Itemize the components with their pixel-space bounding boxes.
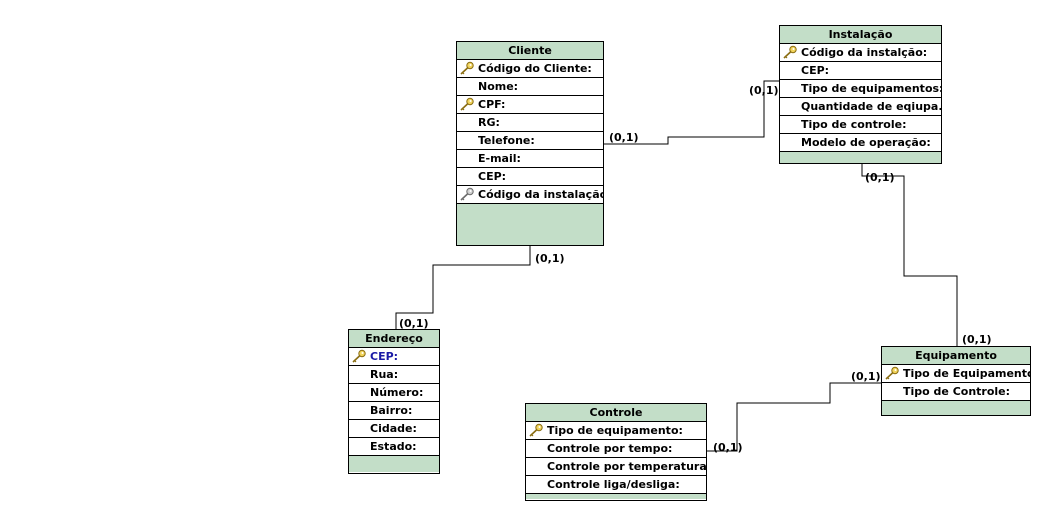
- cardinality-label: (0,1): [749, 84, 779, 97]
- entity-endereco-footer: [349, 456, 439, 472]
- field-label: CEP:: [801, 64, 830, 77]
- field-label: Código da instalção:: [801, 46, 928, 59]
- field-label: Controle liga/desliga:: [547, 478, 680, 491]
- field-label: Controle por tempo:: [547, 442, 673, 455]
- field-label: Tipo de equipamentos:: [801, 82, 941, 95]
- field-label: CEP:: [370, 350, 399, 363]
- field-estado[interactable]: Estado:: [349, 438, 439, 456]
- field-label: Tipo de Controle:: [903, 385, 1011, 398]
- field-quantidade-de-equipamentos[interactable]: Quantidade de eqiupa...: [780, 98, 941, 116]
- entity-equipamento-title: Equipamento: [882, 347, 1030, 365]
- field-label: Estado:: [370, 440, 417, 453]
- field-label: Tipo de controle:: [801, 118, 907, 131]
- field-controle-liga-desliga[interactable]: Controle liga/desliga:: [526, 476, 706, 494]
- field-label: Cidade:: [370, 422, 417, 435]
- field-label: CEP:: [478, 170, 507, 183]
- gold-key-icon: [460, 61, 474, 75]
- cardinality-label: (0,1): [399, 317, 429, 330]
- entity-controle-footer: [526, 494, 706, 499]
- entity-cliente[interactable]: Cliente Código do Cliente: Nome: CPF: RG…: [456, 41, 604, 246]
- entity-equipamento-footer: [882, 401, 1030, 415]
- field-nome[interactable]: Nome:: [457, 78, 603, 96]
- gold-key-icon: [885, 366, 899, 380]
- field-codigo-da-instalacao[interactable]: Código da instalção:: [780, 44, 941, 62]
- entity-cliente-title: Cliente: [457, 42, 603, 60]
- gray-key-icon: [460, 187, 474, 201]
- cardinality-label: (0,1): [609, 131, 639, 144]
- field-cpf[interactable]: CPF:: [457, 96, 603, 114]
- field-cep[interactable]: CEP:: [349, 348, 439, 366]
- cardinality-label: (0,1): [865, 171, 895, 184]
- field-label: E-mail:: [478, 152, 521, 165]
- entity-instalacao-title: Instalação: [780, 26, 941, 44]
- field-codigo-da-instalacao[interactable]: Código da instalação:: [457, 186, 603, 204]
- field-email[interactable]: E-mail:: [457, 150, 603, 168]
- entity-equipamento[interactable]: Equipamento Tipo de Equipamento: Tipo de…: [881, 346, 1031, 416]
- entity-endereco[interactable]: Endereço CEP: Rua: Número: Bairro: Cidad…: [348, 329, 440, 474]
- link-instalacao-equipamento[interactable]: [861, 164, 958, 346]
- field-label: CPF:: [478, 98, 506, 111]
- field-label: Tipo de equipamento:: [547, 424, 683, 437]
- cardinality-label: (0,1): [713, 441, 743, 454]
- link-equipamento-controle[interactable]: [707, 382, 882, 452]
- field-cep[interactable]: CEP:: [457, 168, 603, 186]
- field-controle-por-tempo[interactable]: Controle por tempo:: [526, 440, 706, 458]
- field-tipo-de-equipamento[interactable]: Tipo de equipamento:: [526, 422, 706, 440]
- field-tipo-de-controle[interactable]: Tipo de controle:: [780, 116, 941, 134]
- field-label: Rua:: [370, 368, 399, 381]
- field-tipo-de-equipamentos[interactable]: Tipo de equipamentos:: [780, 80, 941, 98]
- field-label: Código da instalação:: [478, 188, 603, 201]
- field-label: Nome:: [478, 80, 519, 93]
- entity-controle-title: Controle: [526, 404, 706, 422]
- cardinality-label: (0,1): [851, 370, 881, 383]
- entity-endereco-title: Endereço: [349, 330, 439, 348]
- field-label: RG:: [478, 116, 500, 129]
- field-numero[interactable]: Número:: [349, 384, 439, 402]
- field-rg[interactable]: RG:: [457, 114, 603, 132]
- field-label: Quantidade de eqiupa...: [801, 100, 941, 113]
- entity-cliente-footer: [457, 204, 603, 245]
- field-cep[interactable]: CEP:: [780, 62, 941, 80]
- field-label: Número:: [370, 386, 424, 399]
- field-modelo-de-operacao[interactable]: Modelo de operação:: [780, 134, 941, 152]
- gold-key-icon: [352, 349, 366, 363]
- field-bairro[interactable]: Bairro:: [349, 402, 439, 420]
- field-label: Código do Cliente:: [478, 62, 592, 75]
- field-cidade[interactable]: Cidade:: [349, 420, 439, 438]
- cardinality-label: (0,1): [962, 333, 992, 346]
- entity-instalacao-footer: [780, 152, 941, 163]
- gold-key-icon: [529, 423, 543, 437]
- link-cliente-instalacao[interactable]: [604, 80, 779, 145]
- field-telefone[interactable]: Telefone:: [457, 132, 603, 150]
- field-label: Bairro:: [370, 404, 413, 417]
- field-label: Tipo de Equipamento:: [903, 367, 1030, 380]
- entity-instalacao[interactable]: Instalação Código da instalção: CEP: Tip…: [779, 25, 942, 164]
- cardinality-label: (0,1): [535, 252, 565, 265]
- field-rua[interactable]: Rua:: [349, 366, 439, 384]
- field-label: Modelo de operação:: [801, 136, 931, 149]
- field-label: Telefone:: [478, 134, 535, 147]
- entity-controle[interactable]: Controle Tipo de equipamento: Controle p…: [525, 403, 707, 501]
- link-cliente-endereco[interactable]: [395, 246, 531, 329]
- gold-key-icon: [783, 45, 797, 59]
- field-label: Controle por temperatura:: [547, 460, 706, 473]
- field-tipo-de-controle[interactable]: Tipo de Controle:: [882, 383, 1030, 401]
- field-tipo-de-equipamento[interactable]: Tipo de Equipamento:: [882, 365, 1030, 383]
- gold-key-icon: [460, 97, 474, 111]
- field-controle-por-temperatura[interactable]: Controle por temperatura:: [526, 458, 706, 476]
- field-codigo-do-cliente[interactable]: Código do Cliente:: [457, 60, 603, 78]
